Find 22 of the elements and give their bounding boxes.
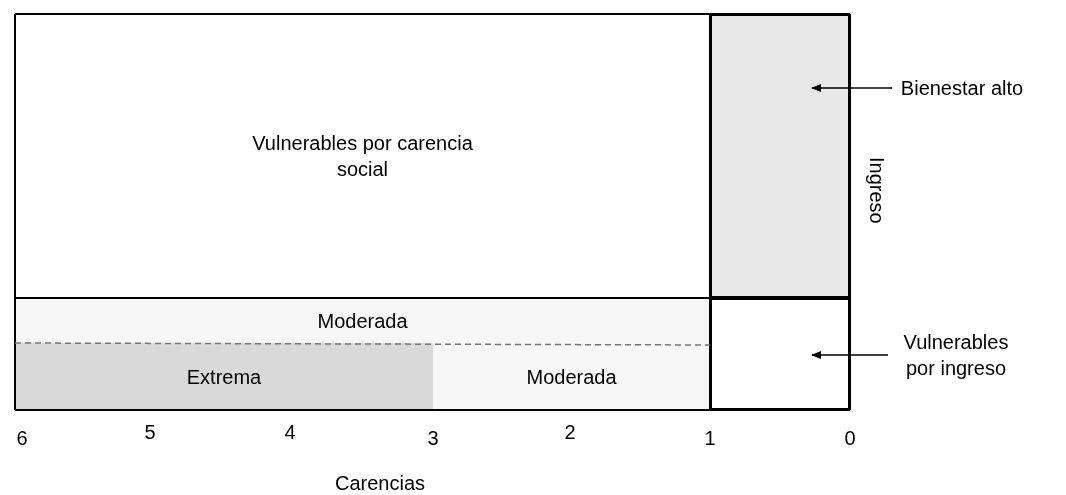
- tick-label: 5: [144, 422, 156, 442]
- axis-title: Carencias: [335, 473, 426, 493]
- category-area: [15, 343, 433, 410]
- area-label: Moderada: [526, 364, 617, 390]
- arrow: [811, 351, 889, 359]
- arrow: [811, 84, 893, 92]
- category-area: [433, 343, 710, 410]
- area-label: Vulnerables por carencia social: [251, 131, 474, 182]
- tick-label: 3: [427, 428, 439, 448]
- area-box: [710, 298, 850, 410]
- tick-label: 1: [704, 428, 716, 448]
- tick-label: 0: [844, 428, 856, 448]
- area-box: [710, 14, 850, 298]
- annotation-text: Bienestar alto: [892, 74, 1032, 102]
- category-area: [15, 298, 710, 343]
- annotation-text: Vulnerables por ingreso: [888, 328, 1024, 382]
- tick-label: 4: [284, 422, 296, 442]
- axis-title: Ingreso: [867, 156, 887, 224]
- tick-label: 6: [16, 428, 28, 448]
- tick-label: 2: [564, 422, 576, 442]
- area-label: Extrema: [186, 364, 262, 390]
- area-label: Moderada: [317, 308, 408, 334]
